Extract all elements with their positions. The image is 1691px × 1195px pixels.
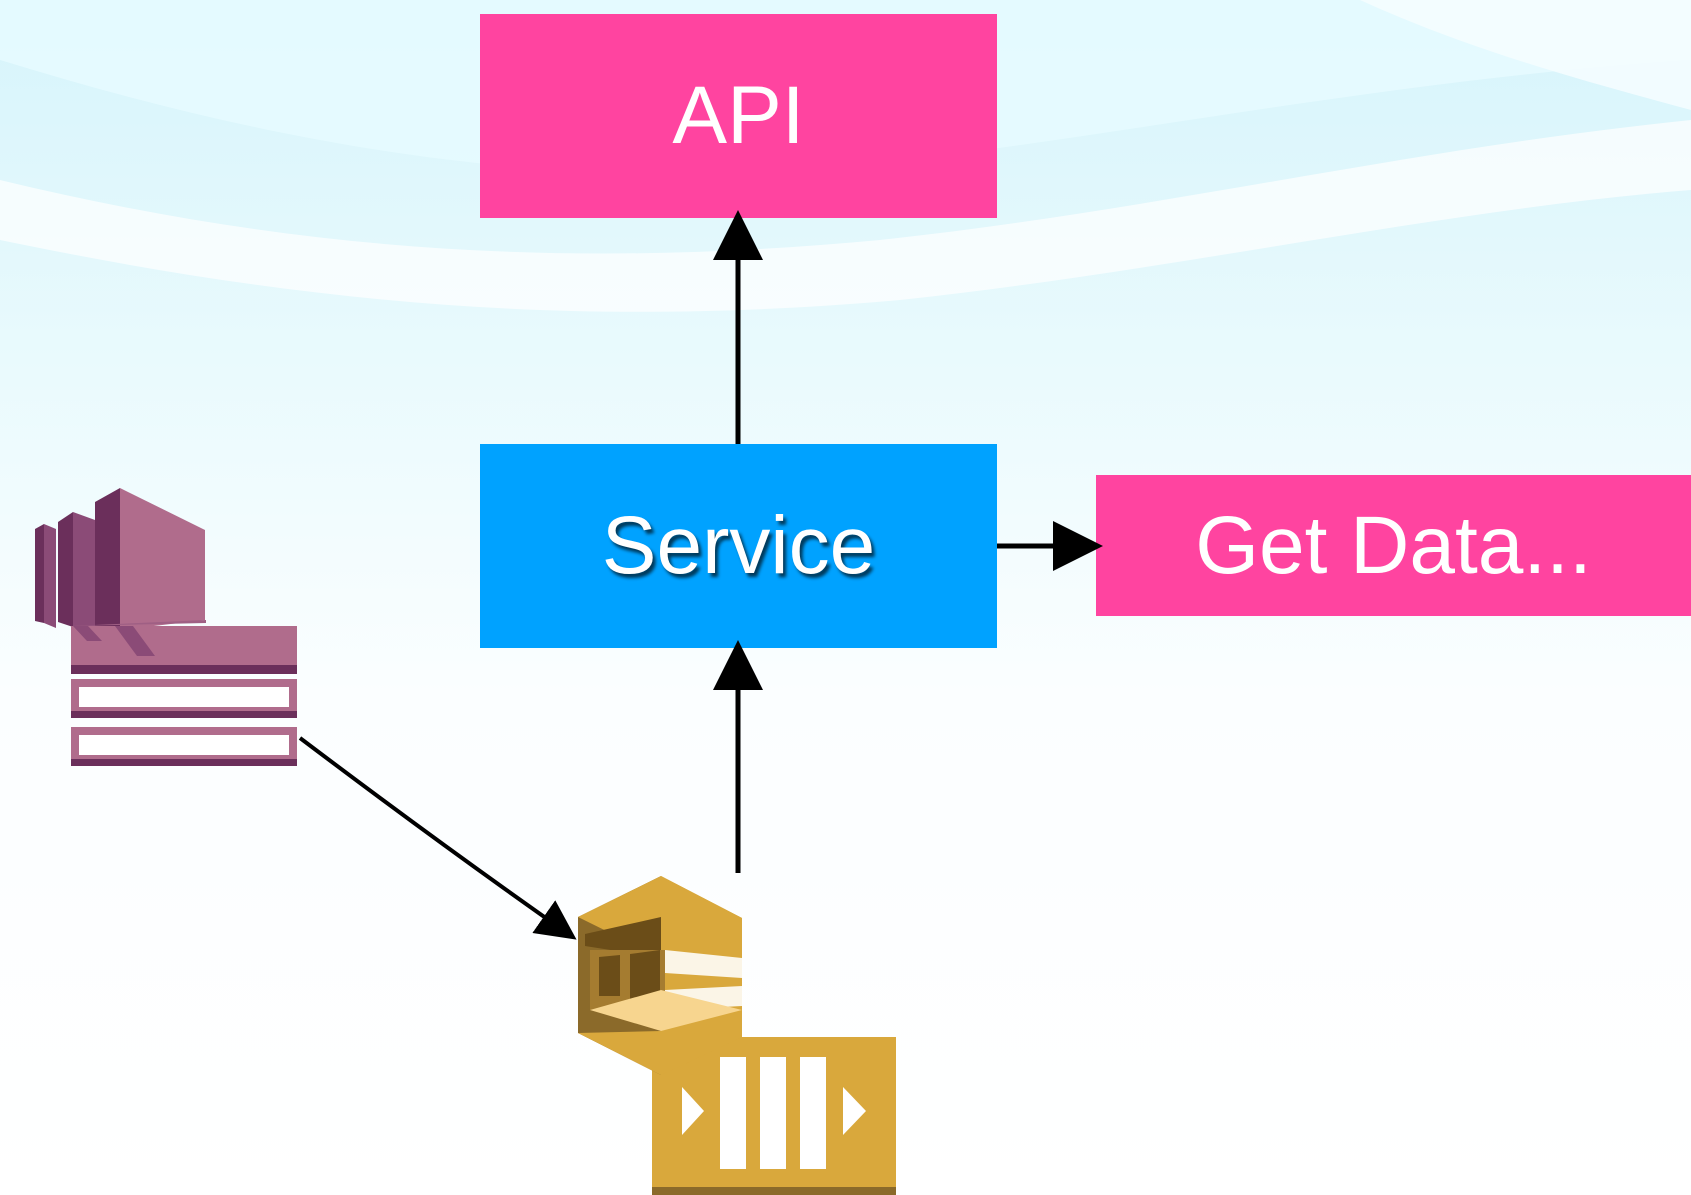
get-data-node: Get Data... — [1096, 475, 1691, 616]
get-data-label: Get Data... — [1195, 499, 1592, 591]
api-node: API — [480, 14, 997, 218]
service-label: Service — [601, 500, 876, 591]
api-label: API — [672, 70, 805, 161]
service-node: Service — [480, 444, 997, 648]
